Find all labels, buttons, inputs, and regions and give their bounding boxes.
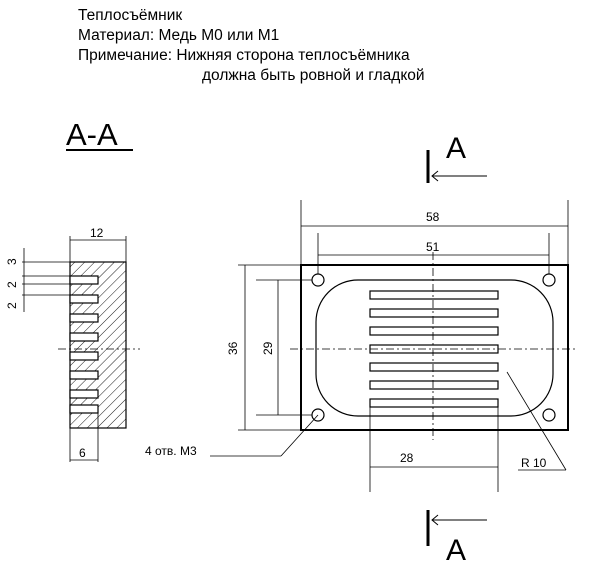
dim-text-6: 6 xyxy=(79,446,86,460)
plate-outline xyxy=(300,264,569,431)
fin-slot xyxy=(369,380,499,390)
plan-view: 58 51 36 29 28 R 10 4 отв. М3 xyxy=(145,200,578,492)
section-view: 12 6 3 2 2 xyxy=(5,226,140,462)
dim-text-12: 12 xyxy=(90,226,104,240)
slot xyxy=(69,294,99,304)
dim-text-29: 29 xyxy=(261,341,275,355)
section-slots xyxy=(69,275,99,414)
holes-leader xyxy=(280,414,319,457)
fin-slot xyxy=(369,290,499,300)
radius-label: R 10 xyxy=(521,456,547,470)
fin-slot xyxy=(369,308,499,318)
pocket-outline xyxy=(315,279,554,417)
fin-slot xyxy=(369,398,499,408)
mount-hole xyxy=(542,408,556,422)
mount-hole xyxy=(311,273,325,287)
radius-leader xyxy=(506,371,567,471)
marker-letter-top: A xyxy=(446,132,466,165)
dim-text-3: 3 xyxy=(5,258,19,265)
dim-text-2a: 2 xyxy=(5,281,19,288)
dim-text-36: 36 xyxy=(226,341,240,355)
slot xyxy=(69,313,99,323)
slot xyxy=(69,389,99,399)
dim-text-58: 58 xyxy=(426,210,440,224)
drawing-notes: Теплосъёмник Материал: Медь М0 или М1 Пр… xyxy=(78,6,425,86)
marker-letter-bottom: A xyxy=(446,534,466,567)
fin-slot xyxy=(369,326,499,336)
surface-note-line1: Примечание: Нижняя сторона теплосъёмника xyxy=(78,47,410,64)
dim-text-28: 28 xyxy=(400,451,414,465)
slot xyxy=(69,275,99,285)
mount-hole xyxy=(542,273,556,287)
dim-text-2b: 2 xyxy=(5,302,19,309)
section-label: A-A xyxy=(66,117,118,152)
section-marker-top: A xyxy=(426,132,487,183)
section-body xyxy=(69,261,127,429)
slot xyxy=(69,404,99,414)
slot xyxy=(69,351,99,361)
dim-text-51: 51 xyxy=(426,240,440,254)
part-title: Теплосъёмник xyxy=(78,7,183,24)
holes-callout: 4 отв. М3 xyxy=(145,444,197,458)
fin-slot xyxy=(369,362,499,372)
material-note: Материал: Медь М0 или М1 xyxy=(78,27,280,44)
slot xyxy=(69,332,99,342)
surface-note-line2: должна быть ровной и гладкой xyxy=(202,67,425,84)
section-marker-bottom: A xyxy=(426,510,487,567)
slot xyxy=(69,370,99,380)
